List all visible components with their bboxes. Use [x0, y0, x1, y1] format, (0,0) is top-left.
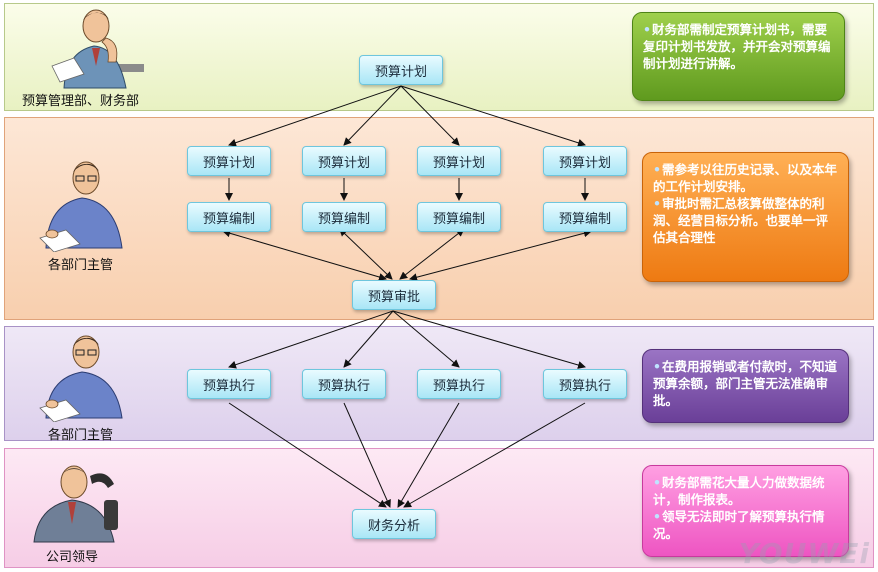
person-thinking-icon	[51, 9, 144, 89]
edge-approval-to-exec-3	[392, 310, 460, 368]
person-phone-icon	[33, 465, 118, 543]
role-label-company-leadership: 公司领导	[46, 550, 99, 565]
person-desk-icon	[39, 161, 123, 252]
note-4-line-1: 财务部需花大量人力做数据统计，制作报表。	[653, 475, 825, 507]
edge-exec-1-to-analysis	[228, 402, 387, 508]
edge-exec-3-to-analysis	[397, 402, 460, 508]
edge-exec-4-to-analysis	[403, 402, 586, 508]
node-draft-3: 预算编制	[417, 202, 501, 232]
edge-draft-3-approval	[399, 228, 465, 280]
note-budget-execution-issue: •在费用报销或者付款时，不知道预算余额，部门主管无法准确审批。	[642, 349, 849, 423]
edge-draft-2-approval	[338, 228, 393, 280]
edge-approval-to-exec-1	[228, 310, 394, 369]
note-budget-plan-issue: •财务部需制定预算计划书，需要复印计划书发放，并开会对预算编制计划进行讲解。	[632, 12, 845, 101]
note-2-line-2: 审批时需汇总核算做整体的利润、经营目标分析。也要单一评估其合理性	[653, 196, 829, 245]
note-financial-analysis-issue: •财务部需花大量人力做数据统计，制作报表。 •领导无法即时了解预算执行情况。	[642, 465, 849, 557]
role-label-budget-finance: 预算管理部、财务部	[22, 94, 140, 109]
edge-top-plan-to-plan-1	[228, 85, 402, 147]
node-top-budget-plan: 预算计划	[359, 55, 443, 85]
edge-top-plan-to-plan-4	[400, 85, 586, 147]
note-4-line-2: 领导无法即时了解预算执行情况。	[653, 509, 825, 541]
node-exec-1: 预算执行	[187, 369, 271, 399]
note-budget-draft-issue: •需参考以往历史记录、以及本年的工作计划安排。 •审批时需汇总核算做整体的利润、…	[642, 152, 849, 282]
role-label-department-head-1: 各部门主管	[48, 258, 114, 273]
node-draft-2: 预算编制	[302, 202, 386, 232]
node-draft-1: 预算编制	[187, 202, 271, 232]
note-3-line-1: 在费用报销或者付款时，不知道预算余额，部门主管无法准确审批。	[653, 359, 838, 408]
watermark: YOUWEi	[738, 537, 870, 570]
node-budget-approval: 预算审批	[352, 280, 436, 310]
edge-top-plan-to-plan-3	[400, 85, 460, 146]
node-exec-4: 预算执行	[543, 369, 627, 399]
node-plan-4: 预算计划	[543, 146, 627, 176]
node-financial-analysis: 财务分析	[352, 509, 436, 539]
edge-exec-2-to-analysis	[343, 402, 391, 508]
edge-approval-to-exec-2	[343, 310, 394, 368]
edge-top-plan-to-plan-2	[343, 85, 402, 146]
note-2-line-1: 需参考以往历史记录、以及本年的工作计划安排。	[653, 162, 838, 194]
edge-draft-4-approval	[409, 229, 592, 282]
person-desk-icon-2	[39, 335, 123, 422]
node-plan-2: 预算计划	[302, 146, 386, 176]
role-label-department-head-2: 各部门主管	[48, 428, 114, 443]
node-draft-4: 预算编制	[543, 202, 627, 232]
node-plan-3: 预算计划	[417, 146, 501, 176]
edge-approval-to-exec-4	[392, 310, 586, 369]
node-exec-2: 预算执行	[302, 369, 386, 399]
note-1-line-1: 财务部需制定预算计划书，需要复印计划书发放，并开会对预算编制计划进行讲解。	[643, 22, 831, 71]
edge-draft-1-approval	[222, 229, 387, 281]
node-exec-3: 预算执行	[417, 369, 501, 399]
node-plan-1: 预算计划	[187, 146, 271, 176]
